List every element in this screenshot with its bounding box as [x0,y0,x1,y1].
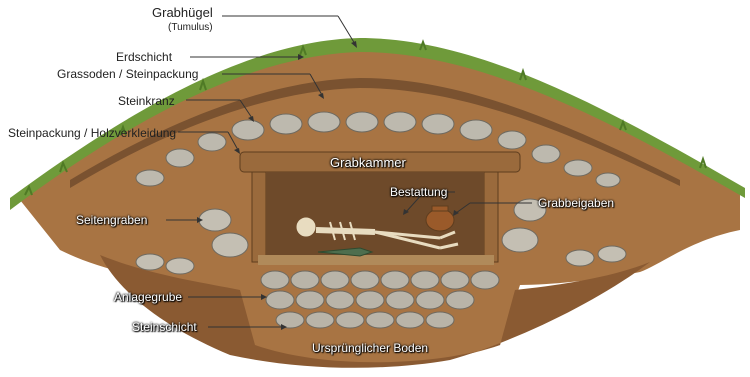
label-goods: Grabbeigaben [538,196,614,210]
chamber-floor [258,255,494,265]
chamber-post-right [484,172,498,262]
label-ring: Steinkranz [118,94,175,108]
label-soil: Ursprünglicher Boden [312,341,428,355]
label-pit: Anlagegrube [114,290,182,304]
label-sod: Grassoden / Steinpackung [57,67,198,81]
label-mound-sub: (Tumulus) [168,22,213,33]
label-earth: Erdschicht [116,50,172,64]
label-packing: Steinpackung / Holzverkleidung [8,126,176,140]
label-mound: Grabhügel [152,5,213,20]
label-ditch: Seitengraben [76,213,147,227]
label-chamber: Grabkammer [330,155,406,170]
label-burial: Bestattung [390,185,447,199]
chamber-post-left [252,172,266,262]
label-stone-layer: Steinschicht [132,320,197,334]
